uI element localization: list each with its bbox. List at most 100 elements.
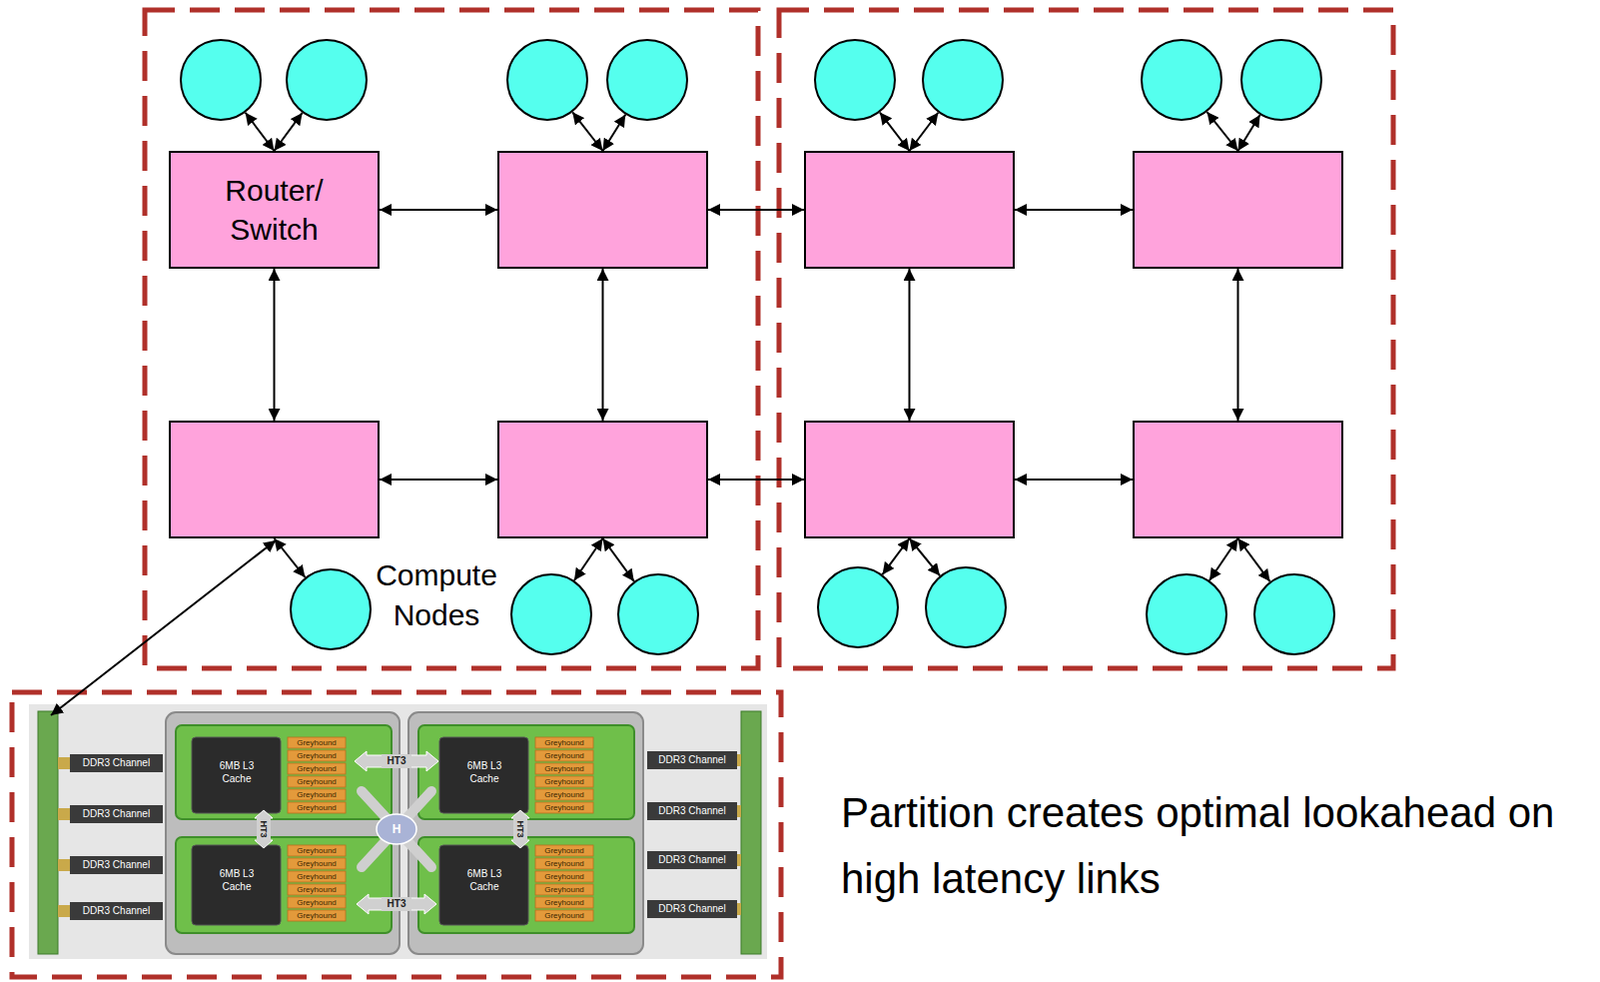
ht3-arrow <box>511 809 530 848</box>
ddr3-label: DDR3 Channel <box>69 855 163 874</box>
link-arrow <box>379 478 498 481</box>
memory-stick <box>741 711 762 954</box>
processor-die <box>418 836 635 933</box>
link-arrow <box>602 268 605 421</box>
core-label: Greyhound <box>535 870 594 882</box>
core-label: Greyhound <box>287 844 346 856</box>
router-box <box>803 420 1015 539</box>
compute-node <box>921 38 1004 121</box>
core-bar <box>287 844 346 856</box>
l3-cache <box>191 844 281 925</box>
router-box <box>168 420 380 539</box>
link-arrow <box>882 538 910 575</box>
core-bar <box>287 896 346 908</box>
ddr3-label: DDR3 Channel <box>69 804 163 823</box>
ddr3-label: DDR3 Channel <box>647 751 738 770</box>
partition-region <box>779 9 1394 669</box>
core-bar <box>287 750 346 762</box>
core-bar <box>535 883 594 895</box>
core-label: Greyhound <box>287 909 346 921</box>
compute-node <box>924 566 1007 649</box>
core-bar <box>535 870 594 882</box>
cache-label: 6MB L3 Cache <box>210 759 263 786</box>
cache-label: 6MB L3 Cache <box>210 866 263 893</box>
core-bar <box>535 801 594 813</box>
l3-cache <box>439 844 529 925</box>
ht3-arrow <box>354 751 439 772</box>
leader-arrow <box>50 540 276 716</box>
memory-pin <box>737 902 742 915</box>
ddr3-label: DDR3 Channel <box>647 899 738 918</box>
core-bar <box>287 857 346 869</box>
link-arrow <box>1237 268 1240 421</box>
ddr3-bar <box>647 751 738 770</box>
link-arrow <box>1209 538 1239 581</box>
router-box <box>1132 420 1344 539</box>
compute-node <box>813 38 896 121</box>
l3-cache <box>439 737 529 813</box>
core-label: Greyhound <box>287 801 346 813</box>
core-bar <box>535 789 594 800</box>
compute-node <box>289 568 372 651</box>
link-arrow <box>1207 111 1239 151</box>
core-bar <box>535 776 594 788</box>
core-label: Greyhound <box>535 750 594 762</box>
core-label: Greyhound <box>535 896 594 908</box>
ddr3-bar <box>69 804 163 823</box>
link-arrow <box>274 112 303 151</box>
partition-region <box>11 692 782 977</box>
core-label: Greyhound <box>535 763 594 775</box>
memory-pin <box>737 853 742 866</box>
core-bar <box>535 737 594 749</box>
core-label: Greyhound <box>535 789 594 800</box>
compute-node <box>179 38 262 121</box>
core-bar <box>287 763 346 775</box>
memory-pin <box>57 858 70 871</box>
compute-node <box>1253 573 1336 656</box>
link-arrow <box>1238 114 1261 151</box>
link-arrow <box>1014 208 1133 211</box>
core-bar <box>287 789 346 800</box>
link-arrow <box>379 208 498 211</box>
cache-label: 6MB L3 Cache <box>458 759 511 786</box>
core-label: Greyhound <box>287 750 346 762</box>
memory-pin <box>57 807 70 820</box>
processor-package <box>408 712 644 954</box>
ddr3-label: DDR3 Channel <box>69 754 163 773</box>
core-label: Greyhound <box>287 896 346 908</box>
processor-package <box>165 712 400 954</box>
node-label: Router/ Switch <box>182 170 366 249</box>
link-arrow <box>603 114 627 151</box>
core-bars <box>287 737 594 921</box>
core-bar <box>287 870 346 882</box>
core-label: Greyhound <box>535 844 594 856</box>
core-label: Greyhound <box>287 870 346 882</box>
link-arrow <box>708 208 804 211</box>
router-box <box>1132 150 1344 269</box>
core-label: Greyhound <box>287 737 346 749</box>
core-label: Greyhound <box>287 883 346 895</box>
link-arrow <box>574 538 604 581</box>
memory-pin <box>737 754 742 767</box>
processor-die <box>175 725 392 819</box>
core-bar <box>535 857 594 869</box>
memory-pin <box>57 757 70 770</box>
memory-stick <box>37 711 58 954</box>
link-arrow <box>708 478 804 481</box>
ddr3-label: DDR3 Channel <box>647 801 738 820</box>
core-label: Greyhound <box>535 909 594 921</box>
core-bar <box>287 737 346 749</box>
hub-links <box>361 791 432 867</box>
compute-node <box>606 38 689 121</box>
compute-nodes-label: Compute Nodes <box>369 555 504 636</box>
ht3-label: HT3 <box>513 815 528 842</box>
core-bar <box>535 750 594 762</box>
compute-node <box>285 38 368 121</box>
core-label: Greyhound <box>535 737 594 749</box>
ddr3-bar <box>69 754 163 773</box>
core-bar <box>535 896 594 908</box>
core-label: Greyhound <box>287 763 346 775</box>
